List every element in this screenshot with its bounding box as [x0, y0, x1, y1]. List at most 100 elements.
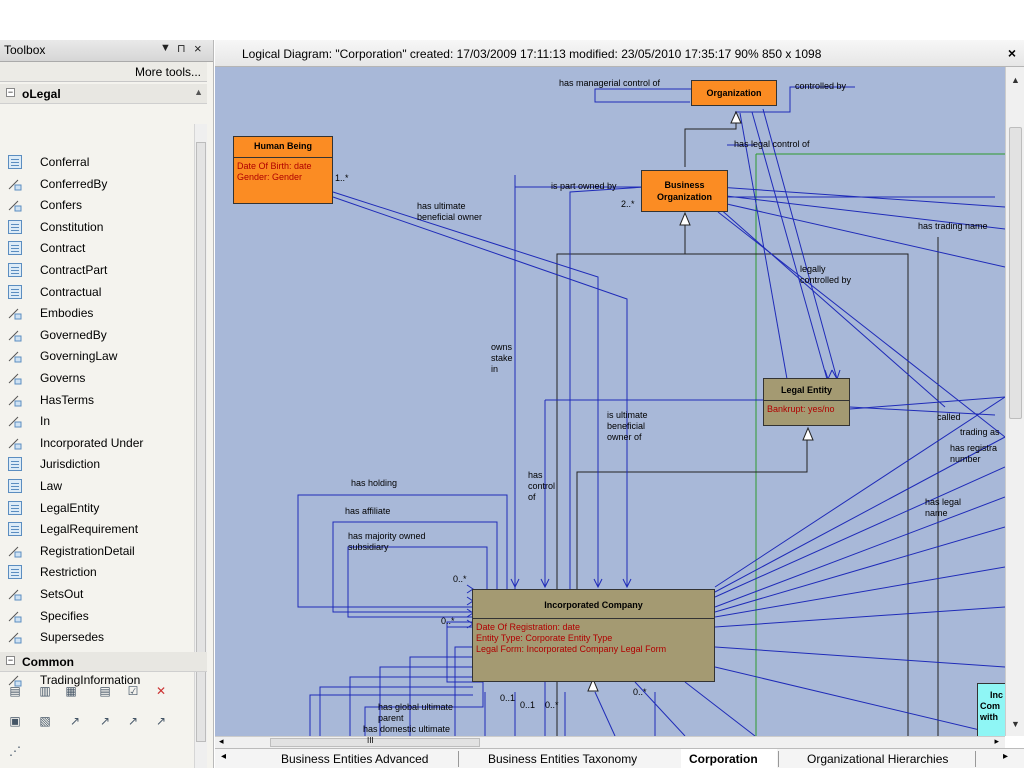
document-icon[interactable]: ▦	[65, 684, 77, 698]
toolbox-item[interactable]: Incorporated Under	[0, 433, 200, 454]
link-icon[interactable]: ⋰	[9, 744, 21, 758]
node-incorporated-company[interactable]: Incorporated Company Date Of Registratio…	[472, 589, 715, 682]
dependency-icon[interactable]: ↗	[99, 714, 111, 728]
toolbox-item[interactable]: Confers	[0, 195, 200, 216]
toolbox-item[interactable]: GovernedBy	[0, 325, 200, 346]
association-icon	[8, 198, 22, 212]
node-title-line: Inc	[990, 690, 1004, 700]
toolbox-item[interactable]: GoverningLaw	[0, 346, 200, 367]
toolbox-item[interactable]: RegistrationDetail	[0, 541, 200, 562]
text-icon[interactable]: ▥	[39, 684, 51, 698]
toolbox-item[interactable]: LegalEntity	[0, 498, 200, 519]
tab-divider	[975, 751, 976, 767]
scroll-right-icon[interactable]: ▸	[994, 736, 999, 746]
attr-entity-type: Entity Type: Corporate Entity Type	[476, 633, 613, 643]
toolbox-item-label: Specifies	[40, 608, 89, 623]
node-title: Incorporated Company	[544, 600, 643, 610]
association-icon	[8, 393, 22, 407]
toolbox-item[interactable]: In	[0, 411, 200, 432]
connector-icon[interactable]: ↗	[69, 714, 81, 728]
edge-label: 0..1	[500, 693, 516, 703]
toolbox-item[interactable]: Jurisdiction	[0, 454, 200, 475]
toolbox-item-label: Supersedes	[40, 630, 105, 645]
group-label: Common	[22, 655, 74, 669]
class-icon	[8, 479, 22, 493]
boundary-icon[interactable]: ▣	[9, 714, 21, 728]
association-icon	[8, 587, 22, 601]
toolbox-item[interactable]: HasTerms	[0, 390, 200, 411]
scroll-up-icon[interactable]: ▲	[194, 87, 203, 97]
toolbox-item[interactable]: Restriction	[0, 562, 200, 583]
toolbox-item-label: Incorporated Under	[40, 435, 144, 450]
class-icon	[8, 219, 22, 234]
image-icon[interactable]: ▧	[39, 714, 51, 728]
canvas-hscroll-thumb[interactable]: III	[270, 736, 480, 747]
toolbox-item[interactable]: Contractual	[0, 282, 200, 303]
dropdown-icon[interactable]: ▼	[160, 42, 171, 54]
toolbox-item-label: LegalEntity	[40, 500, 100, 515]
tab-scroll-left-icon[interactable]: ◂	[221, 751, 227, 762]
scroll-down-icon[interactable]: ▼	[1011, 719, 1020, 729]
scroll-up-icon[interactable]: ▲	[1011, 75, 1020, 85]
toolbox-item[interactable]: Supersedes	[0, 627, 200, 648]
edge-label: has control of	[528, 470, 556, 502]
page-icon[interactable]: ▤	[99, 684, 111, 698]
toolbox-scrollbar[interactable]	[194, 124, 207, 768]
node-business-organization[interactable]: Business Organization	[641, 170, 728, 212]
tab-scroll-right-icon[interactable]: ▸	[1003, 751, 1009, 762]
canvas-scroll-thumb[interactable]	[1009, 127, 1022, 419]
diagram-canvas[interactable]: Organization Human Being Date Of Birth: …	[215, 67, 1005, 736]
toolbox-item[interactable]: TradingInformation	[0, 670, 200, 691]
toolbox-scroll-thumb[interactable]	[196, 142, 206, 742]
edge-label: has majority owned subsidiary	[348, 531, 426, 552]
canvas-horizontal-scrollbar[interactable]: ◂ III ▸	[215, 736, 1005, 748]
edge-label: has ultimate beneficial owner	[417, 201, 483, 222]
toolbox-item[interactable]: Contract	[0, 238, 200, 259]
node-human-being[interactable]: Human Being Date Of Birth: date Gender: …	[233, 136, 333, 204]
realize-icon[interactable]: ↗	[155, 714, 167, 728]
close-diagram-icon[interactable]: ×	[1007, 45, 1016, 61]
edge-label: 0..1	[520, 700, 536, 710]
collapse-icon[interactable]: −	[6, 87, 15, 97]
tab-business-entities-advanced[interactable]: Business Entities Advanced	[281, 752, 429, 766]
close-icon[interactable]: ×	[194, 41, 202, 56]
edge-label: has domestic ultimate	[363, 724, 451, 734]
toolbox-item[interactable]: Law	[0, 476, 200, 497]
tab-business-entities-taxonomy[interactable]: Business Entities Taxonomy	[488, 752, 638, 766]
toolbox-item[interactable]: LegalRequirement	[0, 519, 200, 540]
toolbox-item[interactable]: ConferredBy	[0, 174, 200, 195]
diagram-title: Logical Diagram: "Corporation" created: …	[242, 47, 822, 61]
delete-element-icon[interactable]: ✕	[155, 684, 167, 698]
class-icon	[8, 263, 22, 277]
toolbox-item-label: Governs	[40, 371, 86, 385]
tab-corporation[interactable]: Corporation	[681, 749, 777, 768]
scroll-left-icon[interactable]: ◂	[219, 736, 224, 746]
canvas-vertical-scrollbar[interactable]: ▲ ▼	[1005, 67, 1024, 736]
note-icon[interactable]: ▤	[9, 684, 21, 698]
toolbox-item[interactable]: Governs	[0, 368, 200, 389]
trace-icon[interactable]: ↗	[127, 714, 139, 728]
node-legal-entity[interactable]: Legal Entity Bankrupt: yes/no	[763, 378, 850, 426]
more-tools-button[interactable]: More tools...	[0, 62, 207, 82]
association-icon	[8, 630, 22, 644]
toolbox-item[interactable]: Conferral	[0, 152, 200, 173]
toolbox-item[interactable]: Embodies	[0, 303, 200, 324]
toolbox-item[interactable]: SetsOut	[0, 584, 200, 605]
class-icon	[8, 155, 22, 169]
checklist-icon[interactable]: ☑	[127, 684, 139, 698]
node-organization[interactable]: Organization	[691, 80, 777, 106]
toolbox-item[interactable]: ContractPart	[0, 260, 200, 281]
scroll-grip: III	[367, 736, 374, 745]
association-icon	[8, 414, 22, 428]
group-header-olegal[interactable]: − oLegal ▲	[0, 84, 207, 104]
node-title-line: Com	[980, 701, 1000, 711]
pin-icon[interactable]: ⊓	[177, 43, 186, 55]
group-header-common[interactable]: − Common	[0, 652, 207, 672]
edge-label: is ultimate beneficial owner of	[607, 410, 648, 442]
edge-label: has managerial control of	[559, 78, 661, 88]
tab-organizational-hierarchies[interactable]: Organizational Hierarchies	[807, 752, 949, 766]
node-incorporated-company-partial[interactable]: Inc Com with	[977, 683, 1005, 736]
collapse-icon[interactable]: −	[6, 655, 15, 665]
toolbox-item[interactable]: Specifies	[0, 606, 200, 627]
toolbox-item[interactable]: Constitution	[0, 217, 200, 238]
